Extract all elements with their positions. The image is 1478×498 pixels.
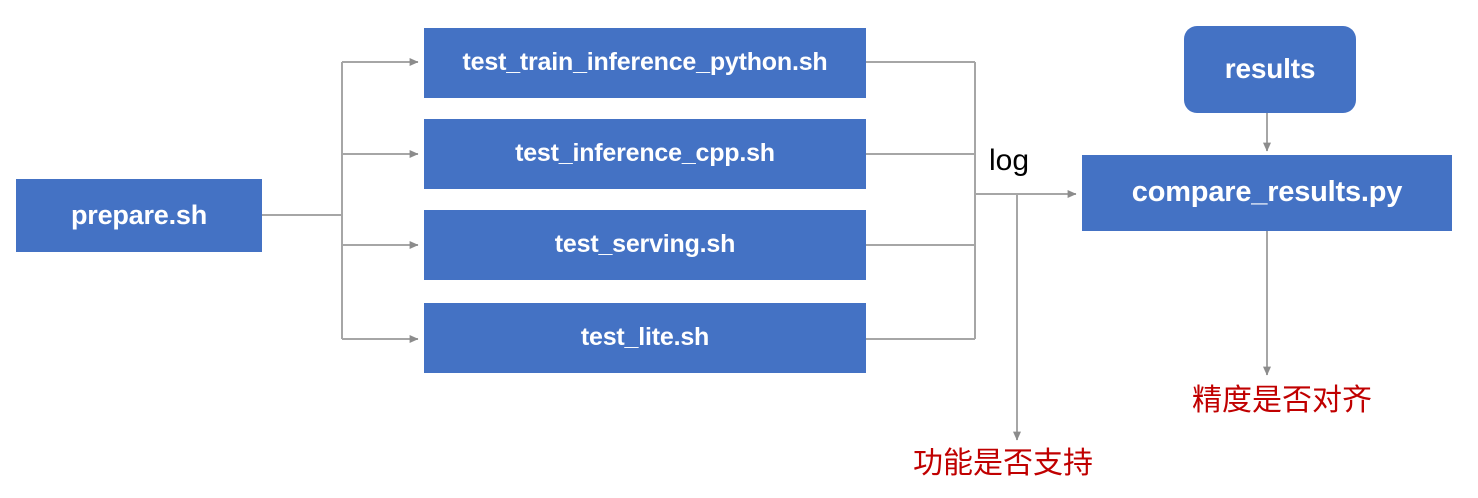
node-prepare-sh[interactable]: prepare.sh (16, 179, 262, 252)
node-test-serving-sh[interactable]: test_serving.sh (424, 210, 866, 280)
node-results[interactable]: results (1184, 26, 1356, 113)
annotation-precision-aligned: 精度是否对齐 (1192, 383, 1372, 418)
annotation-function-supported: 功能是否支持 (913, 446, 1093, 481)
edge-label-log: log (989, 144, 1030, 177)
node-test-train-inference-python-sh[interactable]: test_train_inference_python.sh (424, 28, 866, 98)
node-compare-results-py[interactable]: compare_results.py (1082, 155, 1452, 231)
node-test-lite-sh[interactable]: test_lite.sh (424, 303, 866, 373)
node-test-inference-cpp-sh[interactable]: test_inference_cpp.sh (424, 119, 866, 189)
